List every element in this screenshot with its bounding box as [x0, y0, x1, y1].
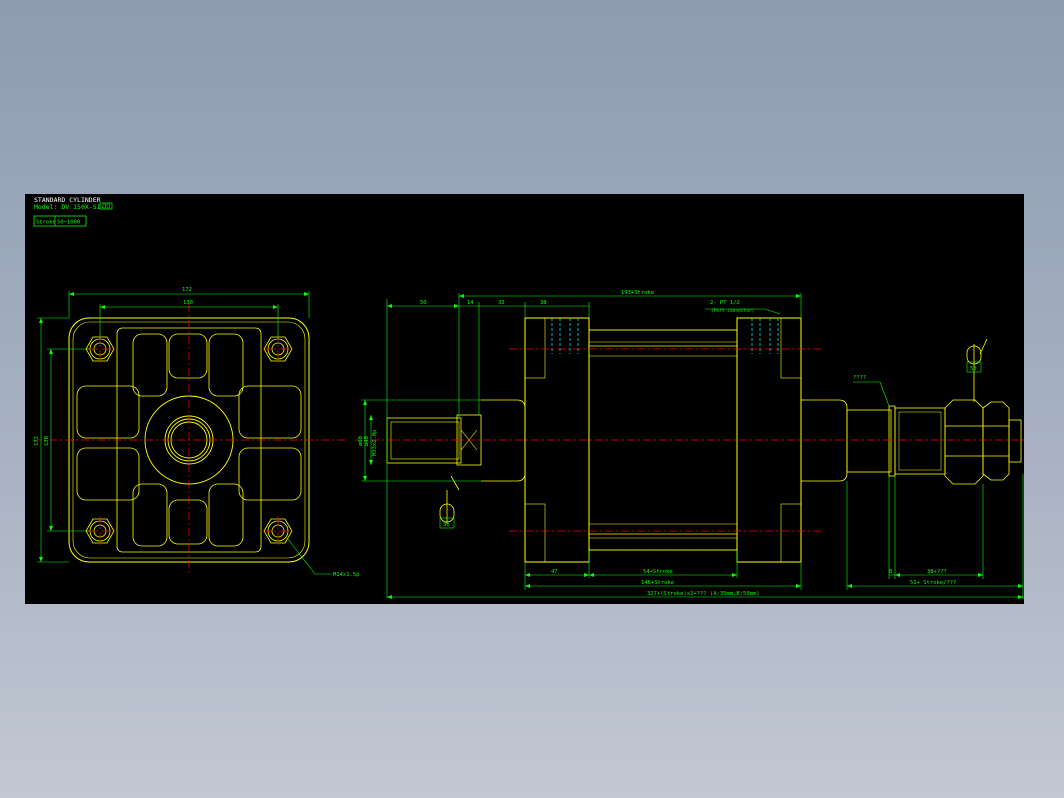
rear-cover — [736, 317, 802, 563]
dim-dia-60: ø60 — [358, 436, 364, 446]
dim-wrench-rod: 36 — [443, 522, 450, 528]
stroke-box — [33, 215, 87, 227]
dim-thread: M33x2.0p — [372, 430, 378, 457]
stroke-range: 50~1000 — [57, 220, 80, 226]
boss-outline — [116, 327, 262, 553]
dim-54-stroke: 54+Stroke — [643, 569, 673, 575]
cad-drawing-canvas[interactable]: STANDARD CYLINDER Model: DV 150X-S1- Str… — [25, 194, 1024, 604]
dim-14: 14 — [467, 300, 474, 306]
front-centerlines — [33, 304, 345, 574]
side-dimensions — [361, 293, 1024, 599]
pockets — [76, 333, 302, 547]
stroke-label: Stroke — [36, 220, 56, 226]
rod-right — [846, 409, 892, 473]
dim-51: 51+ Stroke/??? — [910, 580, 956, 586]
side-centerlines — [355, 348, 1024, 532]
dim-height-bolt: 130 — [44, 436, 50, 446]
rod-thread-outer — [386, 417, 462, 464]
front-dimensions — [37, 291, 331, 575]
dim-50: 50 — [420, 300, 427, 306]
wrench-icon-rod — [439, 475, 460, 524]
dim-total-top: 193+Stroke — [621, 290, 654, 296]
side-view: 50 14 33 38 193+Stroke 2- PT 1/2 (Port c… — [355, 290, 1024, 599]
port-note-sub: (Port connector) — [711, 308, 754, 314]
dim-33: 33 — [498, 300, 505, 306]
rod-end-joint — [894, 407, 946, 475]
model-label: Model: DV 150X-S1- — [34, 203, 104, 211]
dim-wrench-end: 50 — [970, 366, 977, 372]
dim-bottom-total: 327+(Stroke)x2+??? (A:35mm,B:50mm) — [647, 591, 760, 597]
drawing-title: STANDARD CYLINDER — [34, 196, 101, 204]
dim-height-outer: 172 — [34, 436, 40, 446]
dim-47: 47 — [551, 569, 558, 575]
front-view: 172 130 172 130 M14x1.5p — [33, 287, 360, 578]
cad-drawing-svg: STANDARD CYLINDER Model: DV 150X-S1- Str… — [33, 196, 1024, 599]
wrench-icon-end — [966, 338, 988, 402]
dim-38: 38 — [540, 300, 547, 306]
dim-38-q: 38+??? — [927, 569, 947, 575]
dim-146-stroke: 146+Stroke — [641, 580, 674, 586]
dim-dia-40: ø40 — [364, 436, 370, 446]
title-block: STANDARD CYLINDER Model: DV 150X-S1- Str… — [33, 196, 113, 227]
dim-width-bolt: 130 — [183, 300, 193, 306]
dim-8: 8 — [889, 569, 892, 575]
hex-nut — [944, 399, 1022, 485]
port-hidden-lines — [551, 318, 779, 354]
model-code-box-1 — [99, 202, 113, 210]
rear-boss — [801, 399, 848, 482]
dim-width-outer: 172 — [182, 287, 192, 293]
tie-rods — [589, 341, 737, 539]
port-thread-label: M14x1.5p — [333, 572, 360, 578]
port-note: 2- PT 1/2 — [710, 300, 740, 306]
rod-boss — [481, 399, 526, 482]
joint-label: ???? — [853, 375, 866, 381]
